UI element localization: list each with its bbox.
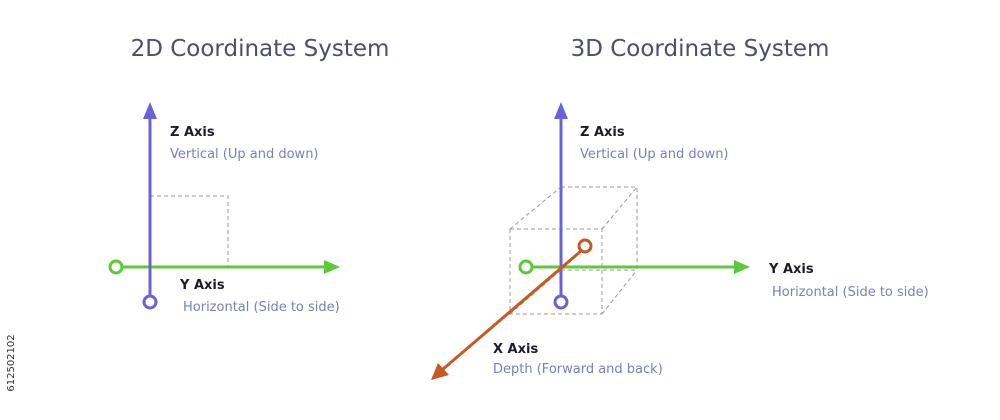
panel-3d-depth-axis-line (440, 249, 583, 372)
panel-2d-vertical-axis-description: Vertical (Up and down) (170, 147, 319, 162)
panel-3d-depth-arrowhead-icon (431, 363, 449, 380)
panel-2d-horizontal-origin-circle (108, 259, 124, 275)
panel-3d-vertical-axis-description: Vertical (Up and down) (580, 147, 729, 162)
panel-3d-horizontal-axis-name: Y Axis (768, 262, 814, 277)
panel-3d-vertical-arrowhead-icon (554, 102, 568, 119)
cube-edge-bottom-right (601, 269, 638, 315)
panel-2d-vertical-arrowhead-icon (143, 102, 157, 119)
panel-3d: 3D Coordinate System (431, 36, 929, 380)
panel-3d-vertical-axis (553, 102, 569, 310)
panel-3d-horizontal-axis-description: Horizontal (Side to side) (772, 285, 929, 300)
panel-3d-vertical-origin-circle (553, 294, 569, 310)
panel-3d-depth-axis-description: Depth (Forward and back) (493, 362, 663, 377)
panel-2d-title: 2D Coordinate System (131, 36, 390, 62)
panel-2d-guide-lines (150, 195, 229, 268)
panel-2d-horizontal-axis-name: Y Axis (179, 278, 225, 293)
panel-2d-vertical-origin-circle (142, 294, 158, 310)
panel-3d-depth-axis-name: X Axis (493, 342, 538, 357)
panel-3d-depth-origin-circle (577, 238, 593, 254)
panel-3d-horizontal-axis (518, 259, 750, 275)
panel-3d-title: 3D Coordinate System (571, 36, 830, 62)
panel-3d-horizontal-arrowhead-icon (734, 260, 750, 274)
panel-3d-depth-axis (431, 238, 593, 380)
panel-3d-horizontal-origin-circle (518, 259, 534, 275)
panel-2d-horizontal-axis (108, 259, 340, 275)
panel-2d-horizontal-axis-description: Horizontal (Side to side) (183, 300, 340, 315)
cube-edge-top-left (509, 186, 562, 230)
stock-id-watermark: 612502102 (6, 334, 17, 391)
cube-edge-top-right (601, 186, 638, 230)
panel-2d-vertical-axis (142, 102, 158, 310)
panel-2d-horizontal-arrowhead-icon (324, 260, 340, 274)
panel-3d-vertical-axis-name: Z Axis (580, 125, 625, 140)
panel-2d: 2D Coordinate System Z Axis Vertical (Up… (108, 36, 390, 315)
panel-2d-vertical-axis-name: Z Axis (170, 125, 215, 140)
